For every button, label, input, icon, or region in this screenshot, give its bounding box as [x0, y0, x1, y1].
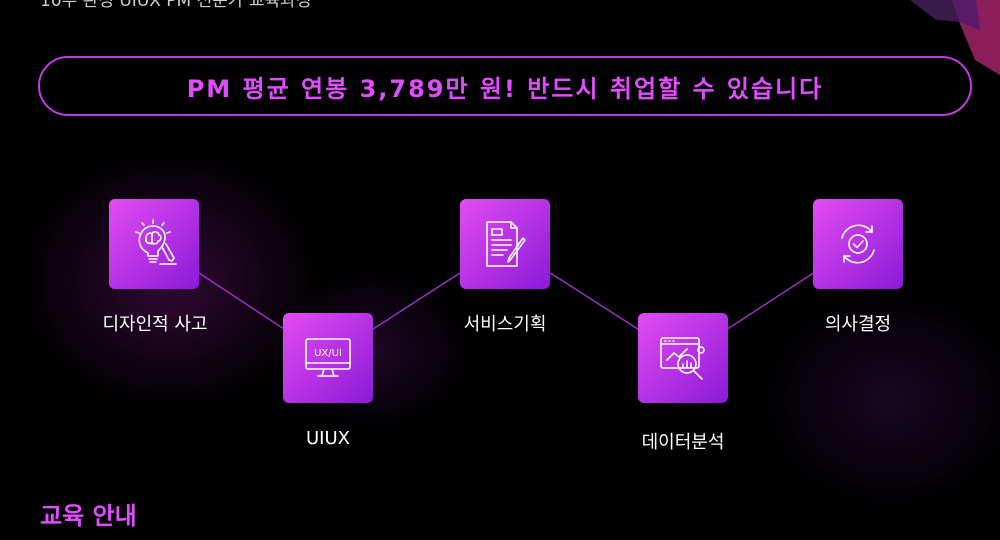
step-design-thinking [109, 199, 199, 289]
step-data-analysis [638, 313, 728, 403]
step-label-service-planning: 서비스기획 [463, 314, 547, 335]
cycle-check-icon [841, 224, 875, 264]
step-service-planning [460, 199, 550, 289]
section-title: 교육 안내 [40, 502, 137, 530]
monitor-icon: UX/UI [305, 338, 351, 377]
corner-decoration [910, 0, 1000, 75]
step-label-uiux: UIUX [306, 428, 350, 449]
step-label-decision-making: 의사결정 [824, 314, 892, 335]
step-decision-making [813, 199, 903, 289]
page-subtitle: 10주 완성 UIUX PM 전문가 교육과정 [40, 0, 312, 11]
monitor-icon-text: UX/UI [314, 348, 342, 359]
data-analysis-icon [660, 337, 705, 380]
step-uiux: UX/UI [283, 313, 373, 403]
banner-text: PM 평균 연봉 3,789만 원! 반드시 취업할 수 있습니다 [186, 74, 824, 103]
step-label-design-thinking: 디자인적 사고 [102, 314, 208, 335]
document-pencil-icon [486, 221, 526, 267]
step-label-data-analysis: 데이터분석 [641, 432, 725, 453]
brain-bulb-pencil-icon [135, 219, 177, 265]
salary-banner: PM 평균 연봉 3,789만 원! 반드시 취업할 수 있습니다 [38, 56, 972, 116]
